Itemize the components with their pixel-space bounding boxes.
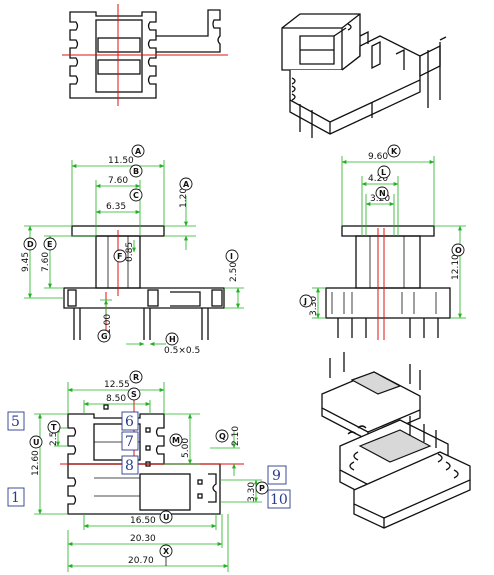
dim-3-30-bottom: 3.30 bbox=[247, 482, 257, 502]
front-view: 11.50 7.60 6.35 1.20 0.85 9.45 7.60 2.50… bbox=[21, 144, 244, 356]
callout-d bbox=[23, 237, 37, 251]
svg-text:E: E bbox=[47, 240, 52, 249]
pin-label-7 bbox=[121, 431, 139, 451]
dim-1-20: 1.20 bbox=[179, 188, 189, 208]
svg-text:7: 7 bbox=[125, 434, 134, 450]
svg-text:B: B bbox=[133, 167, 139, 176]
callout-b-top bbox=[129, 164, 143, 178]
isometric-view-top bbox=[281, 13, 447, 138]
dim-20-30: 20.30 bbox=[130, 534, 156, 544]
callout-g bbox=[97, 329, 111, 343]
svg-text:L: L bbox=[381, 168, 386, 177]
svg-text:6: 6 bbox=[125, 414, 134, 430]
dim-1-00: 1.00 bbox=[103, 314, 113, 334]
svg-text:G: G bbox=[101, 332, 108, 341]
dim-0-85: 0.85 bbox=[125, 242, 135, 262]
dim-16-50: 16.50 bbox=[130, 516, 156, 526]
callout-a-side bbox=[179, 177, 193, 191]
callout-o bbox=[451, 243, 465, 257]
svg-text:S: S bbox=[131, 390, 137, 399]
callout-c bbox=[129, 188, 143, 202]
dim-12-55: 12.55 bbox=[104, 380, 130, 390]
svg-text:A: A bbox=[135, 147, 142, 156]
svg-text:1: 1 bbox=[11, 490, 20, 506]
dim-2-50-bottom: 2.50 bbox=[49, 426, 59, 446]
callout-m bbox=[169, 433, 183, 447]
svg-text:T: T bbox=[51, 423, 57, 432]
svg-text:A: A bbox=[183, 180, 190, 189]
svg-text:K: K bbox=[391, 147, 398, 156]
svg-text:R: R bbox=[133, 373, 139, 382]
svg-text:J: J bbox=[303, 297, 307, 306]
pin-label-8 bbox=[121, 455, 139, 475]
dim-4-20: 4.20 bbox=[368, 174, 388, 184]
callout-q bbox=[215, 429, 229, 443]
svg-text:5: 5 bbox=[11, 414, 20, 430]
side-view: 9.60 4.20 3.20 12.10 3.30 K L N O J bbox=[299, 144, 466, 340]
callout-r bbox=[129, 370, 143, 384]
svg-text:H: H bbox=[169, 335, 176, 344]
dim-9-60: 9.60 bbox=[368, 152, 388, 162]
callout-t bbox=[47, 420, 61, 434]
callout-j bbox=[299, 294, 313, 308]
svg-text:8: 8 bbox=[125, 458, 134, 474]
dim-8-50: 8.50 bbox=[106, 394, 126, 404]
callout-u-left bbox=[29, 435, 43, 449]
callout-k bbox=[387, 144, 401, 158]
callout-s bbox=[127, 387, 141, 401]
svg-text:9: 9 bbox=[272, 468, 281, 484]
pin-label-9 bbox=[267, 465, 287, 485]
callout-a-top bbox=[131, 144, 145, 158]
callout-f bbox=[113, 249, 127, 263]
dim-7-60-side: 7.60 bbox=[41, 252, 51, 272]
callout-h bbox=[165, 332, 179, 346]
callout-n bbox=[375, 186, 389, 200]
svg-text:U: U bbox=[163, 513, 170, 522]
isometric-view-bottom bbox=[321, 352, 471, 529]
dim-7-60-top: 7.60 bbox=[108, 176, 128, 186]
dim-9-45: 9.45 bbox=[21, 252, 31, 272]
callout-p bbox=[255, 481, 269, 495]
svg-text:I: I bbox=[230, 252, 233, 261]
dim-12-10: 12.10 bbox=[451, 254, 461, 280]
svg-text:O: O bbox=[455, 246, 462, 255]
dim-6-35: 6.35 bbox=[106, 202, 126, 212]
callout-l bbox=[377, 165, 391, 179]
dim-pin-size: 0.5×0.5 bbox=[164, 346, 200, 356]
svg-text:N: N bbox=[379, 189, 386, 198]
pin-label-6 bbox=[121, 411, 139, 431]
dim-2-10: 2.10 bbox=[231, 426, 241, 446]
dim-3-30: 3.30 bbox=[309, 296, 319, 316]
dim-2-50: 2.50 bbox=[229, 262, 239, 282]
svg-text:X: X bbox=[163, 547, 170, 556]
svg-text:F: F bbox=[117, 252, 122, 261]
dim-20-70: 20.70 bbox=[128, 556, 154, 566]
svg-text:C: C bbox=[133, 191, 139, 200]
bottom-view: 12.55 8.50 12.60 2.50 5.00 2.10 3.30 16.… bbox=[7, 370, 291, 572]
pin-label-5 bbox=[7, 411, 25, 431]
callout-i bbox=[225, 249, 239, 263]
svg-text:P: P bbox=[259, 484, 265, 493]
svg-text:U: U bbox=[33, 438, 40, 447]
callout-u-bottom bbox=[159, 510, 173, 524]
top-view bbox=[62, 4, 228, 106]
callout-e bbox=[43, 237, 57, 251]
pin-label-1 bbox=[7, 487, 25, 507]
dim-11-50: 11.50 bbox=[108, 156, 134, 166]
svg-text:Q: Q bbox=[219, 432, 226, 441]
svg-text:M: M bbox=[172, 436, 180, 445]
svg-text:10: 10 bbox=[270, 492, 288, 508]
dim-12-60: 12.60 bbox=[31, 450, 41, 476]
svg-text:D: D bbox=[27, 240, 34, 249]
dim-5-00: 5.00 bbox=[181, 438, 191, 458]
pin-label-10 bbox=[267, 489, 291, 509]
